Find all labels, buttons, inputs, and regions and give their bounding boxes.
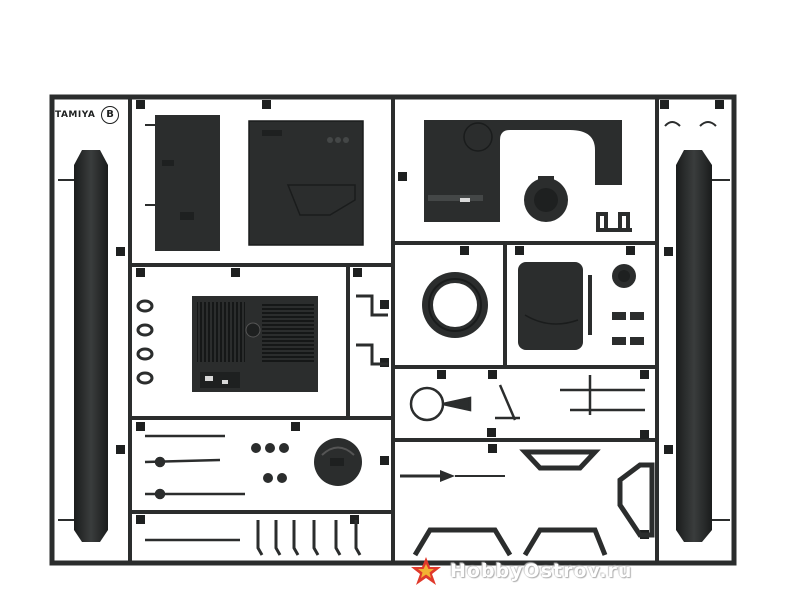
antenna-rods [144,434,245,542]
cupola-small [524,176,568,222]
small-pins [256,520,362,556]
flat-hatch-panel [145,115,220,251]
handle-tools [409,375,645,422]
star-logo-icon [411,557,441,585]
left-side-rail [58,150,108,542]
chain-loops [136,299,154,385]
watermark-text: HobbyOstrov.ru [450,560,633,582]
brand-name: TAMIYA [55,110,96,120]
brand-label: TAMIYA B [55,104,127,126]
domed-cupola [314,438,362,486]
pipe-parts [356,294,388,366]
armor-frame-parts [412,449,655,557]
wheel-caps [251,443,289,483]
engine-deck-panel [248,120,364,246]
part-letter-badge: B [101,106,120,124]
small-brackets [596,212,632,232]
clamp-pairs [612,312,644,345]
right-side-rail [676,150,730,542]
tow-hook-part [400,470,505,482]
engine-grille-block [192,296,318,392]
turret-ring-part [422,272,488,338]
hull-rear-panel [424,120,622,222]
watermark: HobbyOstrov.ru [410,556,632,586]
periscope-cap [612,264,636,288]
round-hatch-cover [518,262,592,350]
small-hooks [664,121,717,127]
sprue-runners [128,97,659,563]
